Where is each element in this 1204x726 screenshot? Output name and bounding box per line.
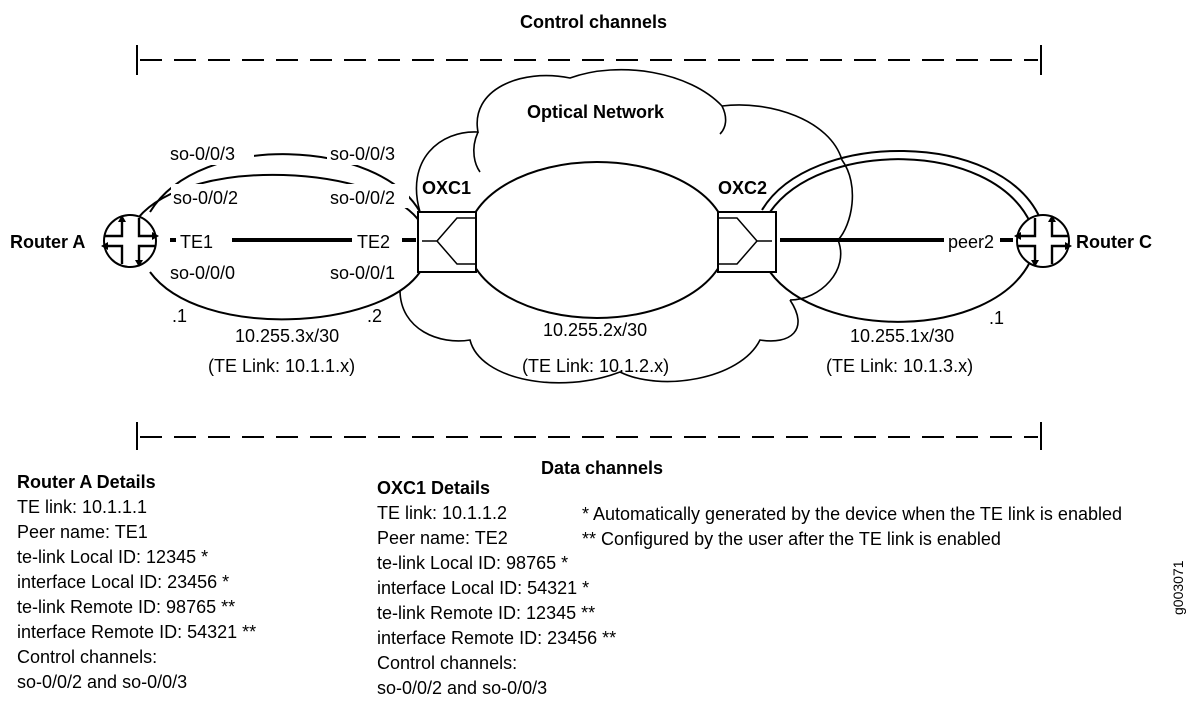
oxc1-detail-line: Peer name: TE2 bbox=[377, 528, 508, 548]
telink3-label: (TE Link: 10.1.1.x) bbox=[208, 356, 355, 376]
router-a-detail-line: Control channels: bbox=[17, 647, 158, 667]
oxc1-so003-label: so-0/0/3 bbox=[330, 144, 395, 164]
subnet3-label: 10.255.3x/30 bbox=[235, 326, 339, 346]
footnote-user: ** Configured by the user after the TE l… bbox=[582, 529, 1001, 549]
oxc1-detail-line: te-link Local ID: 98765 * bbox=[377, 553, 569, 573]
oxc1-detail-line: so-0/0/2 and so-0/0/3 bbox=[377, 678, 548, 698]
subnet2-label: 10.255.2x/30 bbox=[543, 320, 647, 340]
router-a-so002-label: so-0/0/2 bbox=[173, 188, 238, 208]
router-c-icon bbox=[1014, 214, 1072, 268]
router-a-host-label: .1 bbox=[172, 306, 187, 326]
te1-label: TE1 bbox=[180, 232, 213, 252]
figure-id: g003071 bbox=[1170, 560, 1186, 615]
data-channels-line bbox=[136, 422, 1042, 450]
data-channels-label: Data channels bbox=[541, 458, 663, 478]
router-a-detail-line: TE link: 10.1.1.1 bbox=[17, 497, 148, 517]
router-a-details: Router A Details TE link: 10.1.1.1 Peer … bbox=[17, 470, 256, 695]
telink2-label: (TE Link: 10.1.2.x) bbox=[522, 356, 669, 376]
oxc1-detail-line: interface Local ID: 54321 * bbox=[377, 578, 590, 598]
router-a-detail-line: so-0/0/2 and so-0/0/3 bbox=[17, 672, 188, 692]
oxc1-detail-line: TE link: 10.1.1.2 bbox=[377, 503, 508, 523]
router-c-label: Router C bbox=[1076, 232, 1152, 252]
router-a-detail-line: te-link Remote ID: 98765 ** bbox=[17, 597, 236, 617]
oxc1-host-label: .2 bbox=[367, 306, 382, 326]
oxc2-label: OXC2 bbox=[718, 178, 767, 198]
router-a-detail-line: te-link Local ID: 12345 * bbox=[17, 547, 209, 567]
oxc2-switch bbox=[717, 211, 777, 273]
oxc1-details-title: OXC1 Details bbox=[377, 478, 491, 498]
router-c-host-label: .1 bbox=[989, 308, 1004, 328]
oxc1-so002-label: so-0/0/2 bbox=[330, 188, 395, 208]
footnotes: * Automatically generated by the device … bbox=[582, 502, 1122, 552]
footnote-auto: * Automatically generated by the device … bbox=[582, 504, 1122, 524]
router-a-label: Router A bbox=[10, 232, 85, 252]
router-a-detail-line: interface Remote ID: 54321 ** bbox=[17, 622, 257, 642]
oxc1-label: OXC1 bbox=[422, 178, 471, 198]
router-a-so000-label: so-0/0/0 bbox=[170, 263, 235, 283]
router-a-so003-label: so-0/0/3 bbox=[170, 144, 235, 164]
oxc1-switch bbox=[417, 211, 477, 273]
oxc1-detail-line: Control channels: bbox=[377, 653, 518, 673]
router-a-detail-line: Peer name: TE1 bbox=[17, 522, 148, 542]
te2-label: TE2 bbox=[357, 232, 390, 252]
optical-network-label: Optical Network bbox=[527, 102, 665, 122]
control-channels-label: Control channels bbox=[520, 12, 667, 32]
oxc1-detail-line: interface Remote ID: 23456 ** bbox=[377, 628, 617, 648]
oxc1-so001-label: so-0/0/1 bbox=[330, 263, 395, 283]
router-a-detail-line: interface Local ID: 23456 * bbox=[17, 572, 230, 592]
oxc1-details: OXC1 Details TE link: 10.1.1.2 Peer name… bbox=[377, 476, 616, 701]
link-oxc1-oxc2 bbox=[466, 161, 728, 319]
router-a-details-title: Router A Details bbox=[17, 472, 156, 492]
router-a-icon bbox=[101, 214, 159, 268]
oxc1-detail-line: te-link Remote ID: 12345 ** bbox=[377, 603, 596, 623]
peer2-label: peer2 bbox=[948, 232, 994, 252]
control-channels-line bbox=[136, 45, 1042, 75]
telink1-label: (TE Link: 10.1.3.x) bbox=[826, 356, 973, 376]
subnet1-label: 10.255.1x/30 bbox=[850, 326, 954, 346]
